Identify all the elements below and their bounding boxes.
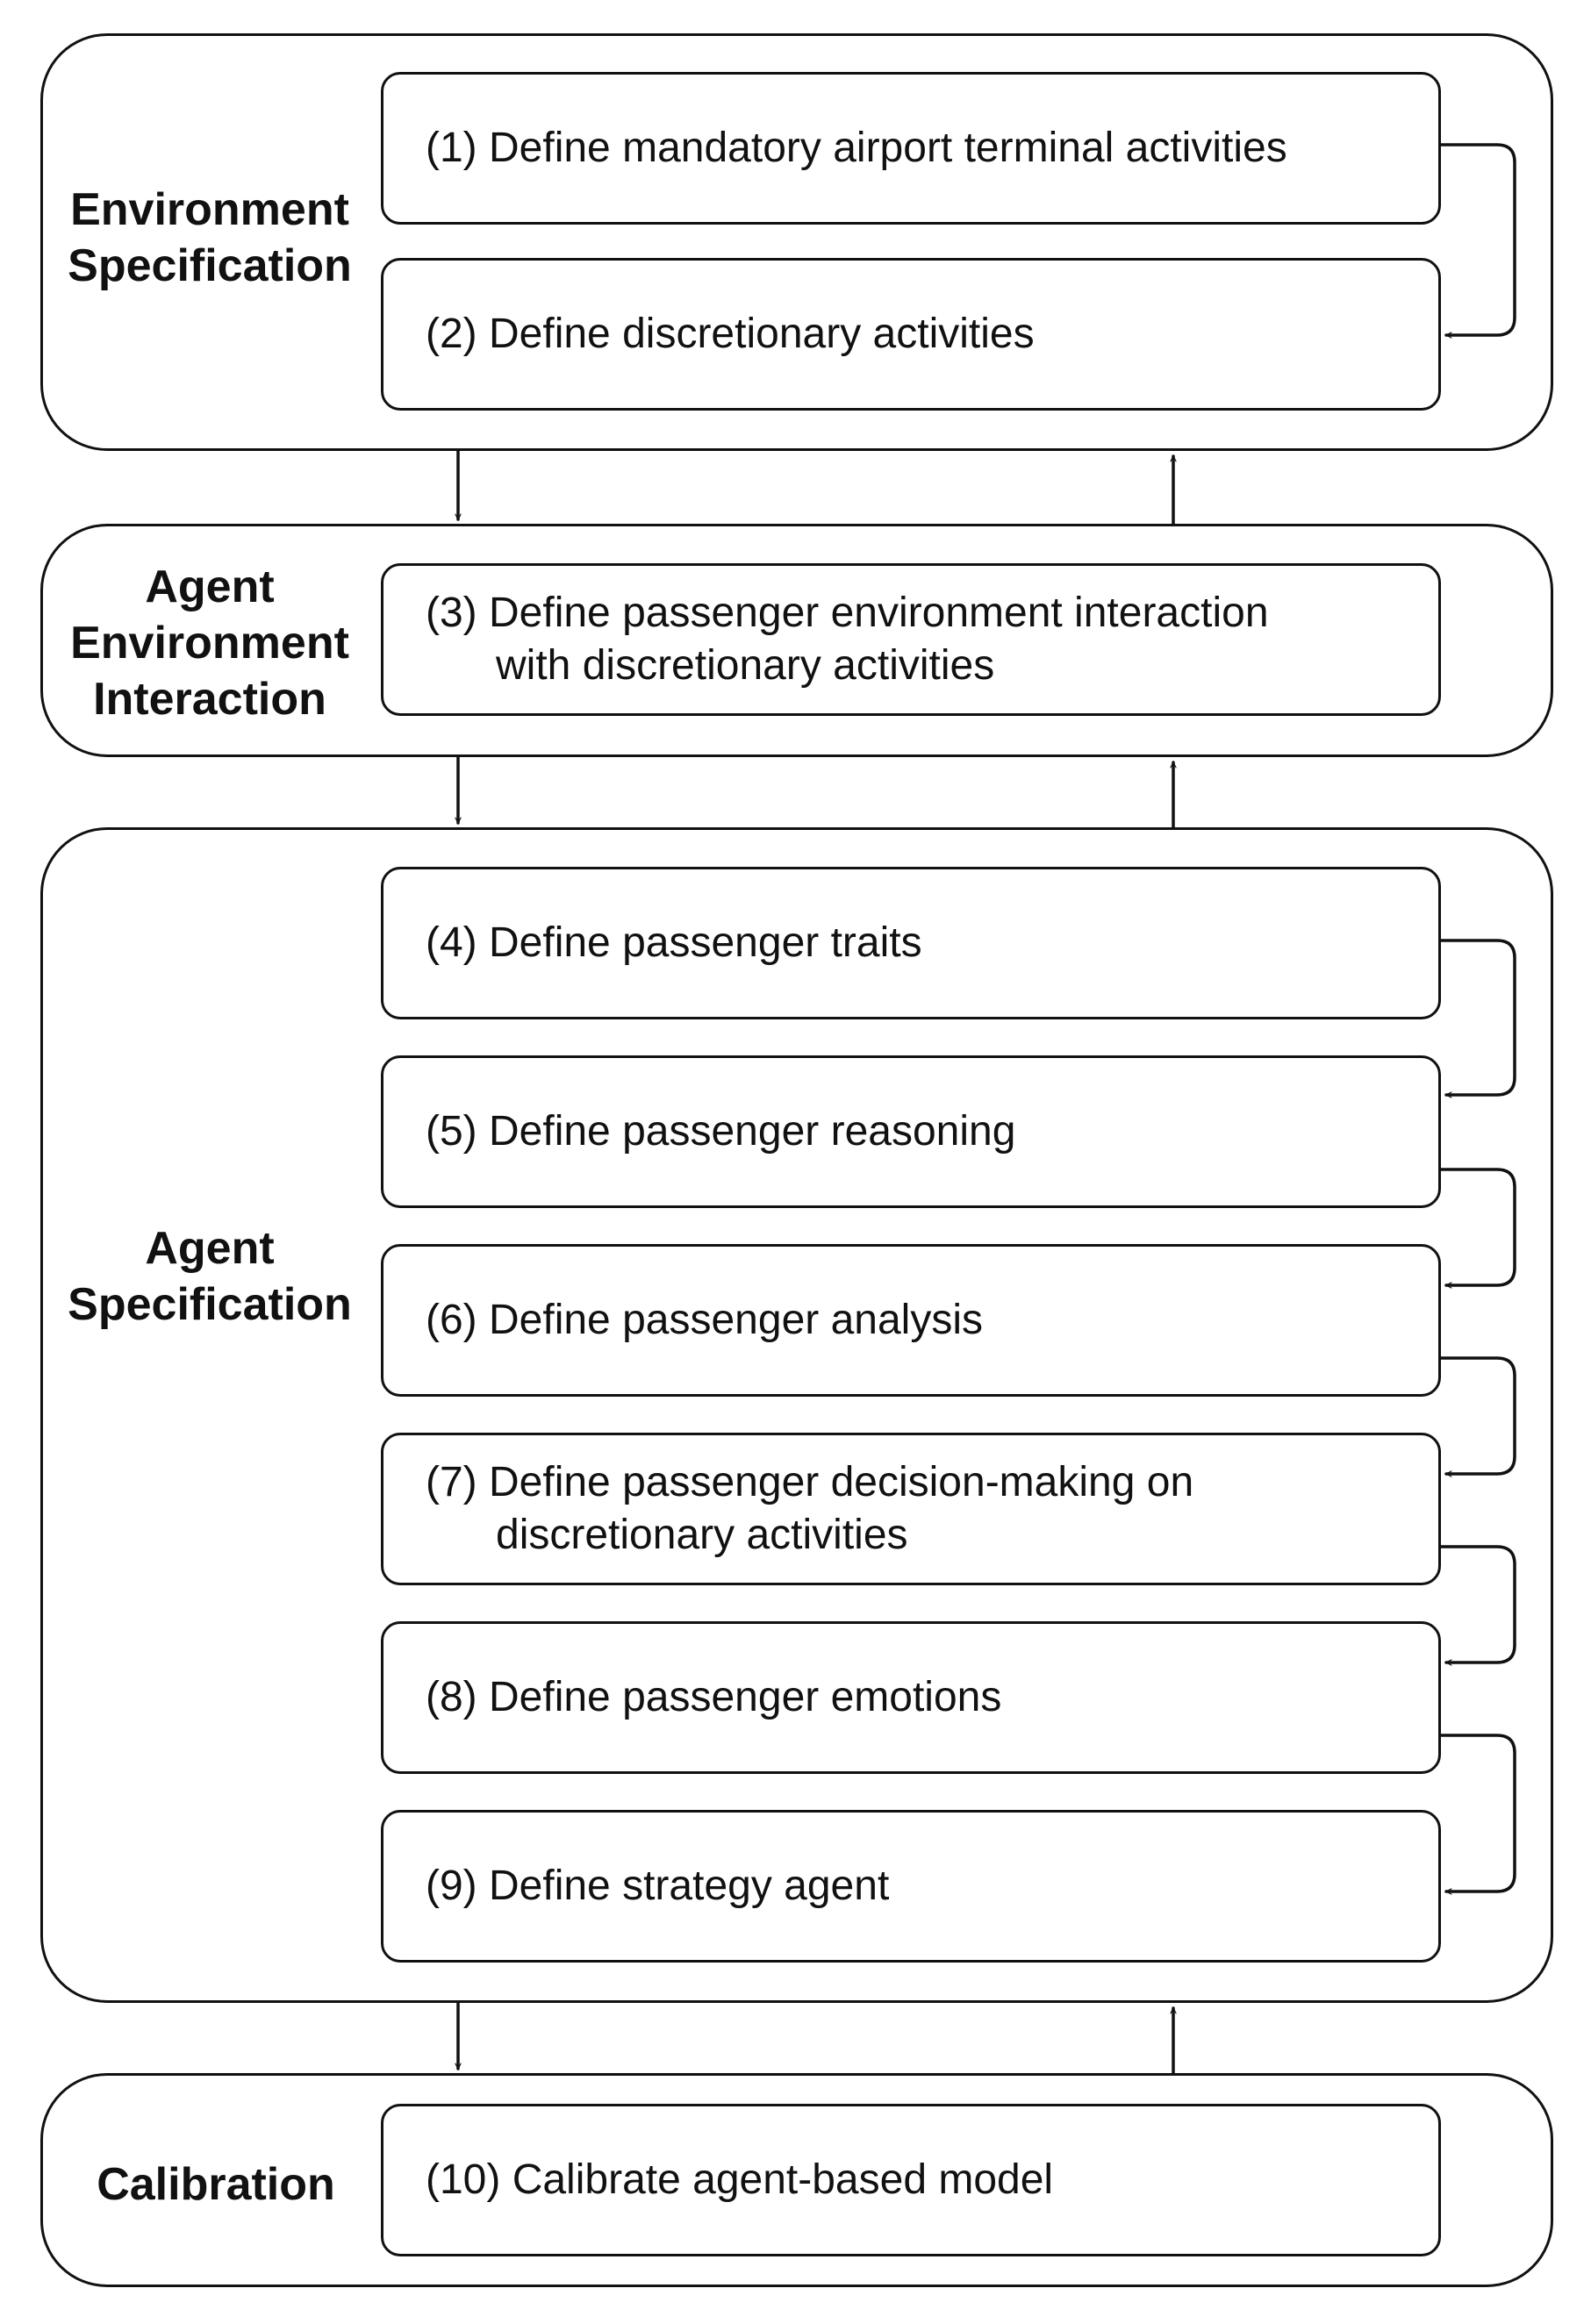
arrow-step5-to-step6 [1439,1168,1516,1285]
step-6-text: (6) Define passenger analysis [426,1297,983,1343]
arrow-step1-to-step2 [1439,143,1516,335]
step-10-box: (10) Calibrate agent-based model [381,2104,1441,2256]
step-2-box: (2) Define discretionary activities [381,258,1441,411]
arrow-step6-to-step7 [1439,1356,1516,1474]
step-3-text: (3) Define passenger environment interac… [426,590,1269,689]
step-5-text: (5) Define passenger reasoning [426,1108,1016,1155]
step-8-text: (8) Define passenger emotions [426,1674,1002,1720]
arrow-step4-to-step5 [1439,939,1516,1095]
arrow-step7-to-step8 [1439,1545,1516,1663]
step-4-box: (4) Define passenger traits [381,867,1441,1019]
step-10-text: (10) Calibrate agent-based model [426,2156,1054,2203]
step-9-text: (9) Define strategy agent [426,1863,890,1909]
step-1-text: (1) Define mandatory airport terminal ac… [426,125,1287,171]
step-2-text: (2) Define discretionary activities [426,311,1035,357]
step-9-box: (9) Define strategy agent [381,1810,1441,1963]
step-3-box: (3) Define passenger environment interac… [381,563,1441,716]
step-4-text: (4) Define passenger traits [426,919,922,966]
step-6-box: (6) Define passenger analysis [381,1244,1441,1397]
label-agent-environment-interaction: Agent Environment Interaction [70,561,349,725]
step-1-box: (1) Define mandatory airport terminal ac… [381,72,1441,225]
label-environment-specification: Environment Specification [68,184,352,291]
step-7-box: (7) Define passenger decision-making on … [381,1433,1441,1585]
label-calibration: Calibration [97,2159,335,2210]
arrow-step8-to-step9 [1439,1734,1516,1891]
step-8-box: (8) Define passenger emotions [381,1621,1441,1774]
label-agent-specification: Agent Specification [68,1223,352,1330]
section-agent-specification [40,827,1553,2003]
step-5-box: (5) Define passenger reasoning [381,1055,1441,1208]
step-7-text: (7) Define passenger decision-making on … [426,1459,1194,1558]
